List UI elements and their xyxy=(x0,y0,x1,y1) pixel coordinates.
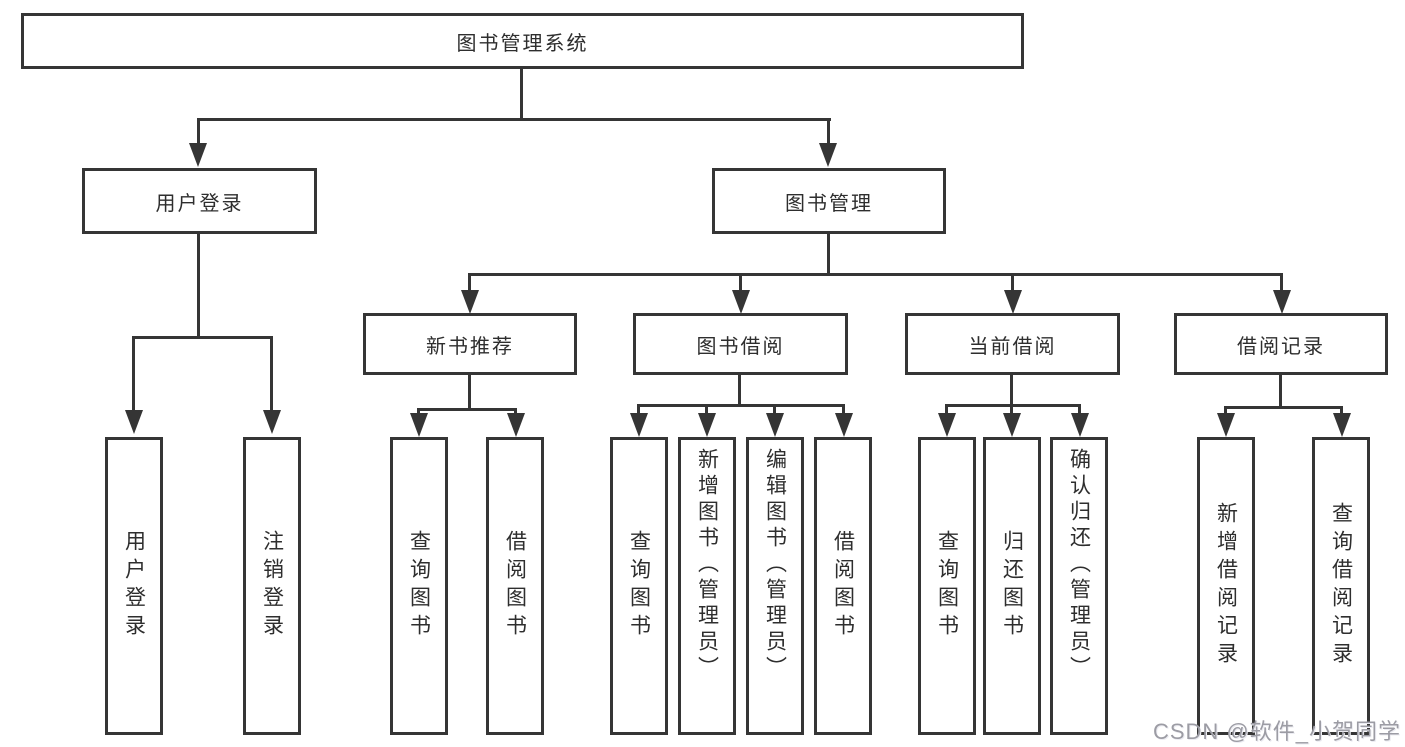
leaf-logout-label: 注销登录 xyxy=(260,530,284,642)
connector-line xyxy=(197,121,200,143)
connector-line xyxy=(1010,375,1013,404)
connector-line xyxy=(842,407,845,413)
leaf-bb-borrow-book-label: 借阅图书 xyxy=(831,530,855,642)
node-current-borrow: 当前借阅 xyxy=(905,313,1120,375)
arrow-down-icon xyxy=(766,413,784,437)
connector-line xyxy=(468,276,471,290)
leaf-cb-query-book: 查询图书 xyxy=(918,437,976,735)
arrow-down-icon xyxy=(1071,413,1089,437)
node-new-book-recommend: 新书推荐 xyxy=(363,313,577,375)
arrow-down-icon xyxy=(189,143,207,167)
arrow-down-icon xyxy=(938,413,956,437)
leaf-user-login-label: 用户登录 xyxy=(122,530,146,642)
node-root: 图书管理系统 xyxy=(21,13,1024,69)
connector-line xyxy=(417,408,517,411)
leaf-user-login: 用户登录 xyxy=(105,437,163,735)
connector-line xyxy=(1279,375,1282,406)
arrow-down-icon xyxy=(698,413,716,437)
leaf-bb-borrow-book: 借阅图书 xyxy=(814,437,872,735)
connector-line xyxy=(1340,409,1343,413)
connector-line xyxy=(738,375,741,404)
connector-line xyxy=(739,276,742,290)
leaf-bb-add-book-admin: 新增图书（管理员） xyxy=(678,437,736,735)
leaf-cb-confirm-return-admin-label: 确认归还（管理员） xyxy=(1067,448,1091,682)
leaf-bb-query-book-label: 查询图书 xyxy=(627,530,651,642)
leaf-nb-query-book-label: 查询图书 xyxy=(407,530,431,642)
arrow-down-icon xyxy=(410,413,428,437)
leaf-logout: 注销登录 xyxy=(243,437,301,735)
arrow-down-icon xyxy=(1217,413,1235,437)
arrow-down-icon xyxy=(1333,413,1351,437)
leaf-cb-confirm-return-admin: 确认归还（管理员） xyxy=(1050,437,1108,735)
leaf-bb-query-book: 查询图书 xyxy=(610,437,668,735)
connector-line xyxy=(197,118,831,121)
node-user-login: 用户登录 xyxy=(82,168,317,234)
leaf-cb-return-book-label: 归还图书 xyxy=(1000,530,1024,642)
leaf-bb-edit-book-admin-label: 编辑图书（管理员） xyxy=(763,448,787,682)
node-new-book-recommend-label: 新书推荐 xyxy=(426,335,514,358)
arrow-down-icon xyxy=(819,143,837,167)
connector-line xyxy=(197,234,200,336)
node-current-borrow-label: 当前借阅 xyxy=(968,335,1057,358)
arrow-down-icon xyxy=(835,413,853,437)
leaf-br-add-record-label: 新增借阅记录 xyxy=(1214,502,1238,670)
node-book-borrow-label: 图书借阅 xyxy=(696,335,785,358)
connector-line xyxy=(773,407,776,413)
leaf-bb-add-book-admin-label: 新增图书（管理员） xyxy=(695,448,719,682)
connector-line xyxy=(132,339,135,410)
connector-line xyxy=(1280,276,1283,290)
node-borrow-record-label: 借阅记录 xyxy=(1237,335,1325,358)
leaf-br-query-record: 查询借阅记录 xyxy=(1312,437,1370,735)
arrow-down-icon xyxy=(1273,290,1291,314)
connector-line xyxy=(1010,407,1013,413)
watermark-text: CSDN @软件_小贺同学 xyxy=(1152,719,1401,744)
connector-line xyxy=(827,234,830,273)
node-borrow-record: 借阅记录 xyxy=(1174,313,1388,375)
connector-line xyxy=(637,404,845,407)
leaf-nb-borrow-book-label: 借阅图书 xyxy=(503,530,527,642)
node-book-borrow: 图书借阅 xyxy=(633,313,848,375)
leaf-cb-return-book: 归还图书 xyxy=(983,437,1041,735)
node-root-label: 图书管理系统 xyxy=(456,32,589,55)
connector-line xyxy=(827,121,830,143)
connector-line xyxy=(945,404,1081,407)
leaf-br-query-record-label: 查询借阅记录 xyxy=(1329,502,1353,670)
connector-line xyxy=(1011,276,1014,290)
leaf-nb-query-book: 查询图书 xyxy=(390,437,448,735)
arrow-down-icon xyxy=(125,410,143,434)
node-user-login-label: 用户登录 xyxy=(155,192,244,215)
connector-line xyxy=(270,339,273,410)
connector-line xyxy=(945,407,948,413)
arrow-down-icon xyxy=(263,410,281,434)
arrow-down-icon xyxy=(1003,413,1021,437)
arrow-down-icon xyxy=(461,290,479,314)
connector-line xyxy=(468,375,471,408)
node-book-management: 图书管理 xyxy=(712,168,946,234)
arrow-down-icon xyxy=(1004,290,1022,314)
connector-line xyxy=(468,273,1283,276)
arrow-down-icon xyxy=(732,290,750,314)
leaf-nb-borrow-book: 借阅图书 xyxy=(486,437,544,735)
arrow-down-icon xyxy=(507,413,525,437)
connector-line xyxy=(1224,406,1343,409)
connector-line xyxy=(520,69,523,118)
leaf-br-add-record: 新增借阅记录 xyxy=(1197,437,1255,735)
connector-line xyxy=(705,407,708,413)
connector-line xyxy=(1224,409,1227,413)
leaf-cb-query-book-label: 查询图书 xyxy=(935,530,959,642)
node-book-management-label: 图书管理 xyxy=(785,192,873,215)
arrow-down-icon xyxy=(630,413,648,437)
leaf-bb-edit-book-admin: 编辑图书（管理员） xyxy=(746,437,804,735)
connector-line xyxy=(1078,407,1081,413)
connector-line xyxy=(637,407,640,413)
connector-line xyxy=(132,336,273,339)
